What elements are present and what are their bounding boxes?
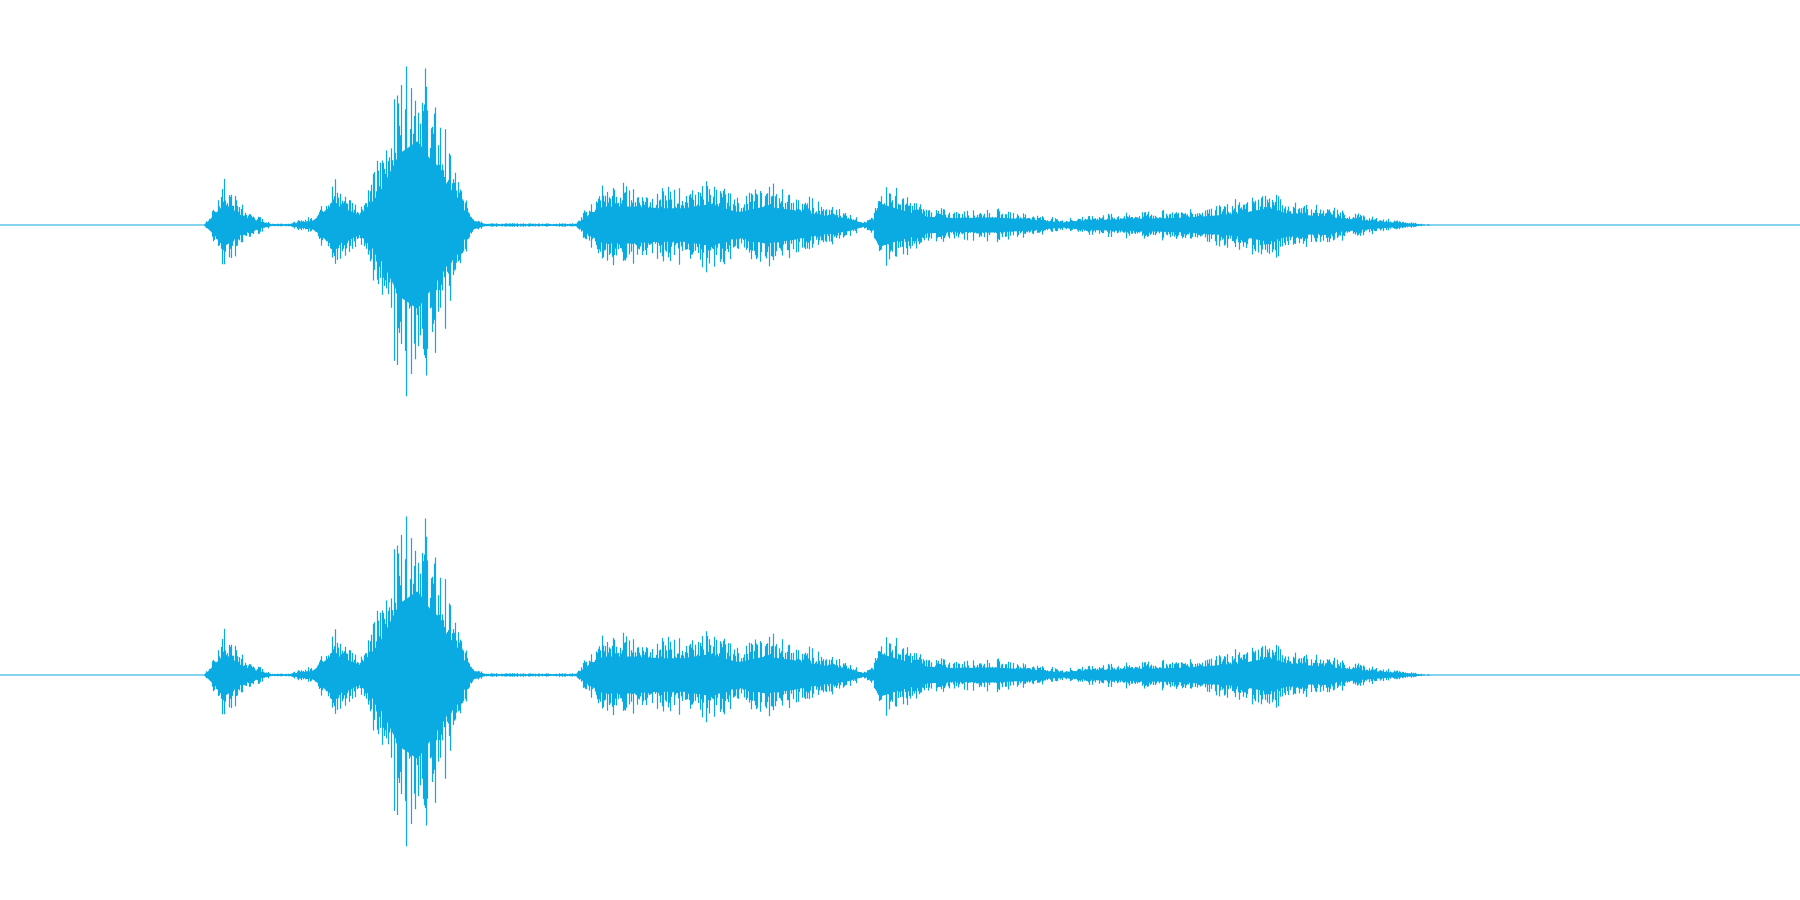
waveform-channel-2 bbox=[0, 516, 1800, 847]
waveform-core bbox=[0, 591, 1797, 759]
waveform-channel-1 bbox=[0, 66, 1800, 397]
waveform-core bbox=[0, 141, 1797, 309]
